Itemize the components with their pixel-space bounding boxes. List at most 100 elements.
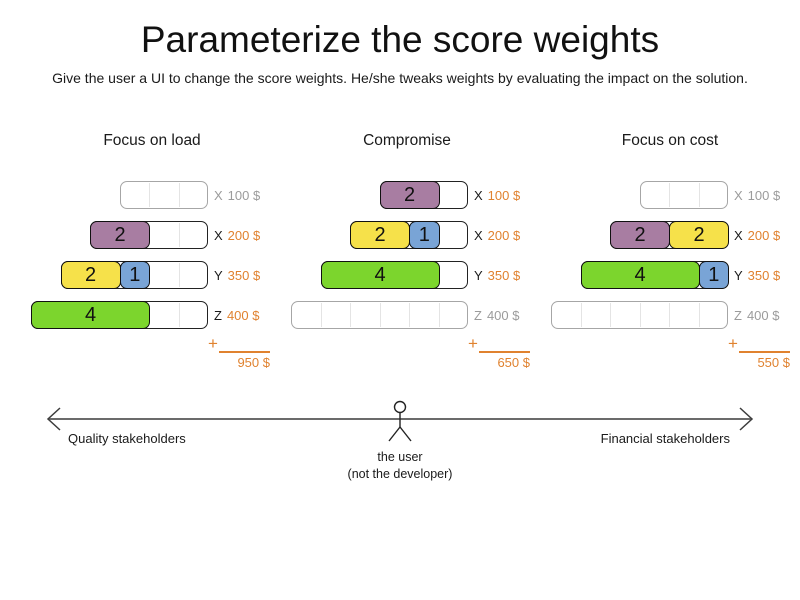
row-label: X 200 $ [734,228,780,243]
cell-divider-line [178,223,180,247]
cell-divider-line [409,303,410,327]
sum-total: 550 $ [757,355,790,370]
row-label: Z 400 $ [214,308,260,323]
block-value: 1 [418,223,430,246]
weight-block-blue: 1 [409,221,440,249]
arrow-head-right-icon [739,407,754,431]
row-label: X 100 $ [474,188,520,203]
block-value: 2 [693,223,705,246]
block-value: 2 [403,183,416,206]
row-label-price: 100 $ [747,188,781,203]
sum-block: +950 $ [208,334,270,372]
weight-block-blue: 1 [119,261,150,289]
block-value: 2 [634,223,646,246]
cell-divider-line [178,303,180,327]
sum-line [739,351,790,353]
page-title: Parameterize the score weights [140,19,660,60]
weight-track [291,301,468,329]
cell-divider-line [610,303,611,327]
row-label-constraint: X [474,188,483,203]
block-value: 2 [374,223,386,246]
weight-block-yellow: 2 [350,221,410,249]
row-label-price: 400 $ [226,308,260,323]
cell-divider-line [580,303,582,327]
weight-block-yellow: 2 [60,261,121,289]
sum-plus-sign: + [208,334,218,353]
cell-divider-line [320,303,322,327]
row-label-constraint: Z [474,308,482,323]
row-label-constraint: X [474,228,483,243]
row-label: Y 350 $ [474,268,520,283]
row-label-constraint: X [734,188,743,203]
cell-divider-line [178,183,180,207]
row-label-price: 350 $ [487,268,521,283]
cell-divider-line [698,303,700,327]
weight-track: 2 [90,221,208,249]
sum-block: +650 $ [468,334,530,372]
sum-line [479,351,530,353]
weight-track: 4 [320,261,468,289]
row-label: X 100 $ [214,188,260,203]
weight-block-purple: 2 [610,221,670,249]
row-label-constraint: X [214,228,223,243]
weight-track [639,181,728,209]
row-label-constraint: X [734,228,743,243]
row-label-price: 100 $ [487,188,521,203]
row-label-price: 350 $ [747,268,781,283]
row-label-constraint: Y [214,268,223,283]
row-label-constraint: Z [214,308,222,323]
weight-track [551,301,728,329]
scenario-title: Focus on load [103,132,201,149]
weight-block-green: 4 [320,261,440,289]
weight-block-green: 4 [580,261,700,289]
axis-right-label: Financial stakeholders [600,431,730,446]
row-label-constraint: X [214,188,223,203]
block-value: 2 [114,223,126,246]
row-label: Z 400 $ [734,308,780,323]
sum-total: 650 $ [497,355,530,370]
user-stick-figure-icon [388,400,412,442]
weight-block-yellow: 2 [669,221,729,249]
weight-track: 2 [379,181,468,209]
row-label-price: 100 $ [227,188,261,203]
row-label-price: 350 $ [227,268,261,283]
row-label-constraint: Z [734,308,742,323]
cell-divider-line [178,263,180,287]
sum-plus-sign: + [468,334,478,353]
row-label: Y 350 $ [214,268,260,283]
user-caption-line2: (not the developer) [347,467,453,481]
weight-block-purple: 2 [379,181,440,209]
cell-divider-line [350,303,351,327]
block-value: 4 [84,303,97,326]
block-value: 2 [84,263,97,286]
sum-plus-sign: + [728,334,738,353]
sum-line [219,351,270,353]
cell-divider-line [698,183,700,207]
sum-block: +550 $ [728,334,790,372]
row-label: X 200 $ [474,228,520,243]
cell-divider-line [669,303,670,327]
cell-divider-line [379,303,381,327]
arrow-head-left-icon [46,407,61,431]
row-label-constraint: Y [474,268,483,283]
block-value: 1 [708,263,720,286]
block-value: 4 [374,263,386,286]
row-label-price: 400 $ [746,308,780,323]
cell-divider-line [639,303,641,327]
weight-track: 4 [31,301,208,329]
user-caption-line1: the user [377,450,423,464]
weight-block-blue: 1 [698,261,729,289]
sum-total: 950 $ [237,355,270,370]
weight-block-purple: 2 [90,221,150,249]
row-label: X 100 $ [734,188,780,203]
cell-divider-line [149,183,150,207]
weight-block-green: 4 [31,301,150,329]
row-label-price: 200 $ [747,228,781,243]
row-label-price: 200 $ [487,228,521,243]
block-value: 1 [129,263,141,286]
